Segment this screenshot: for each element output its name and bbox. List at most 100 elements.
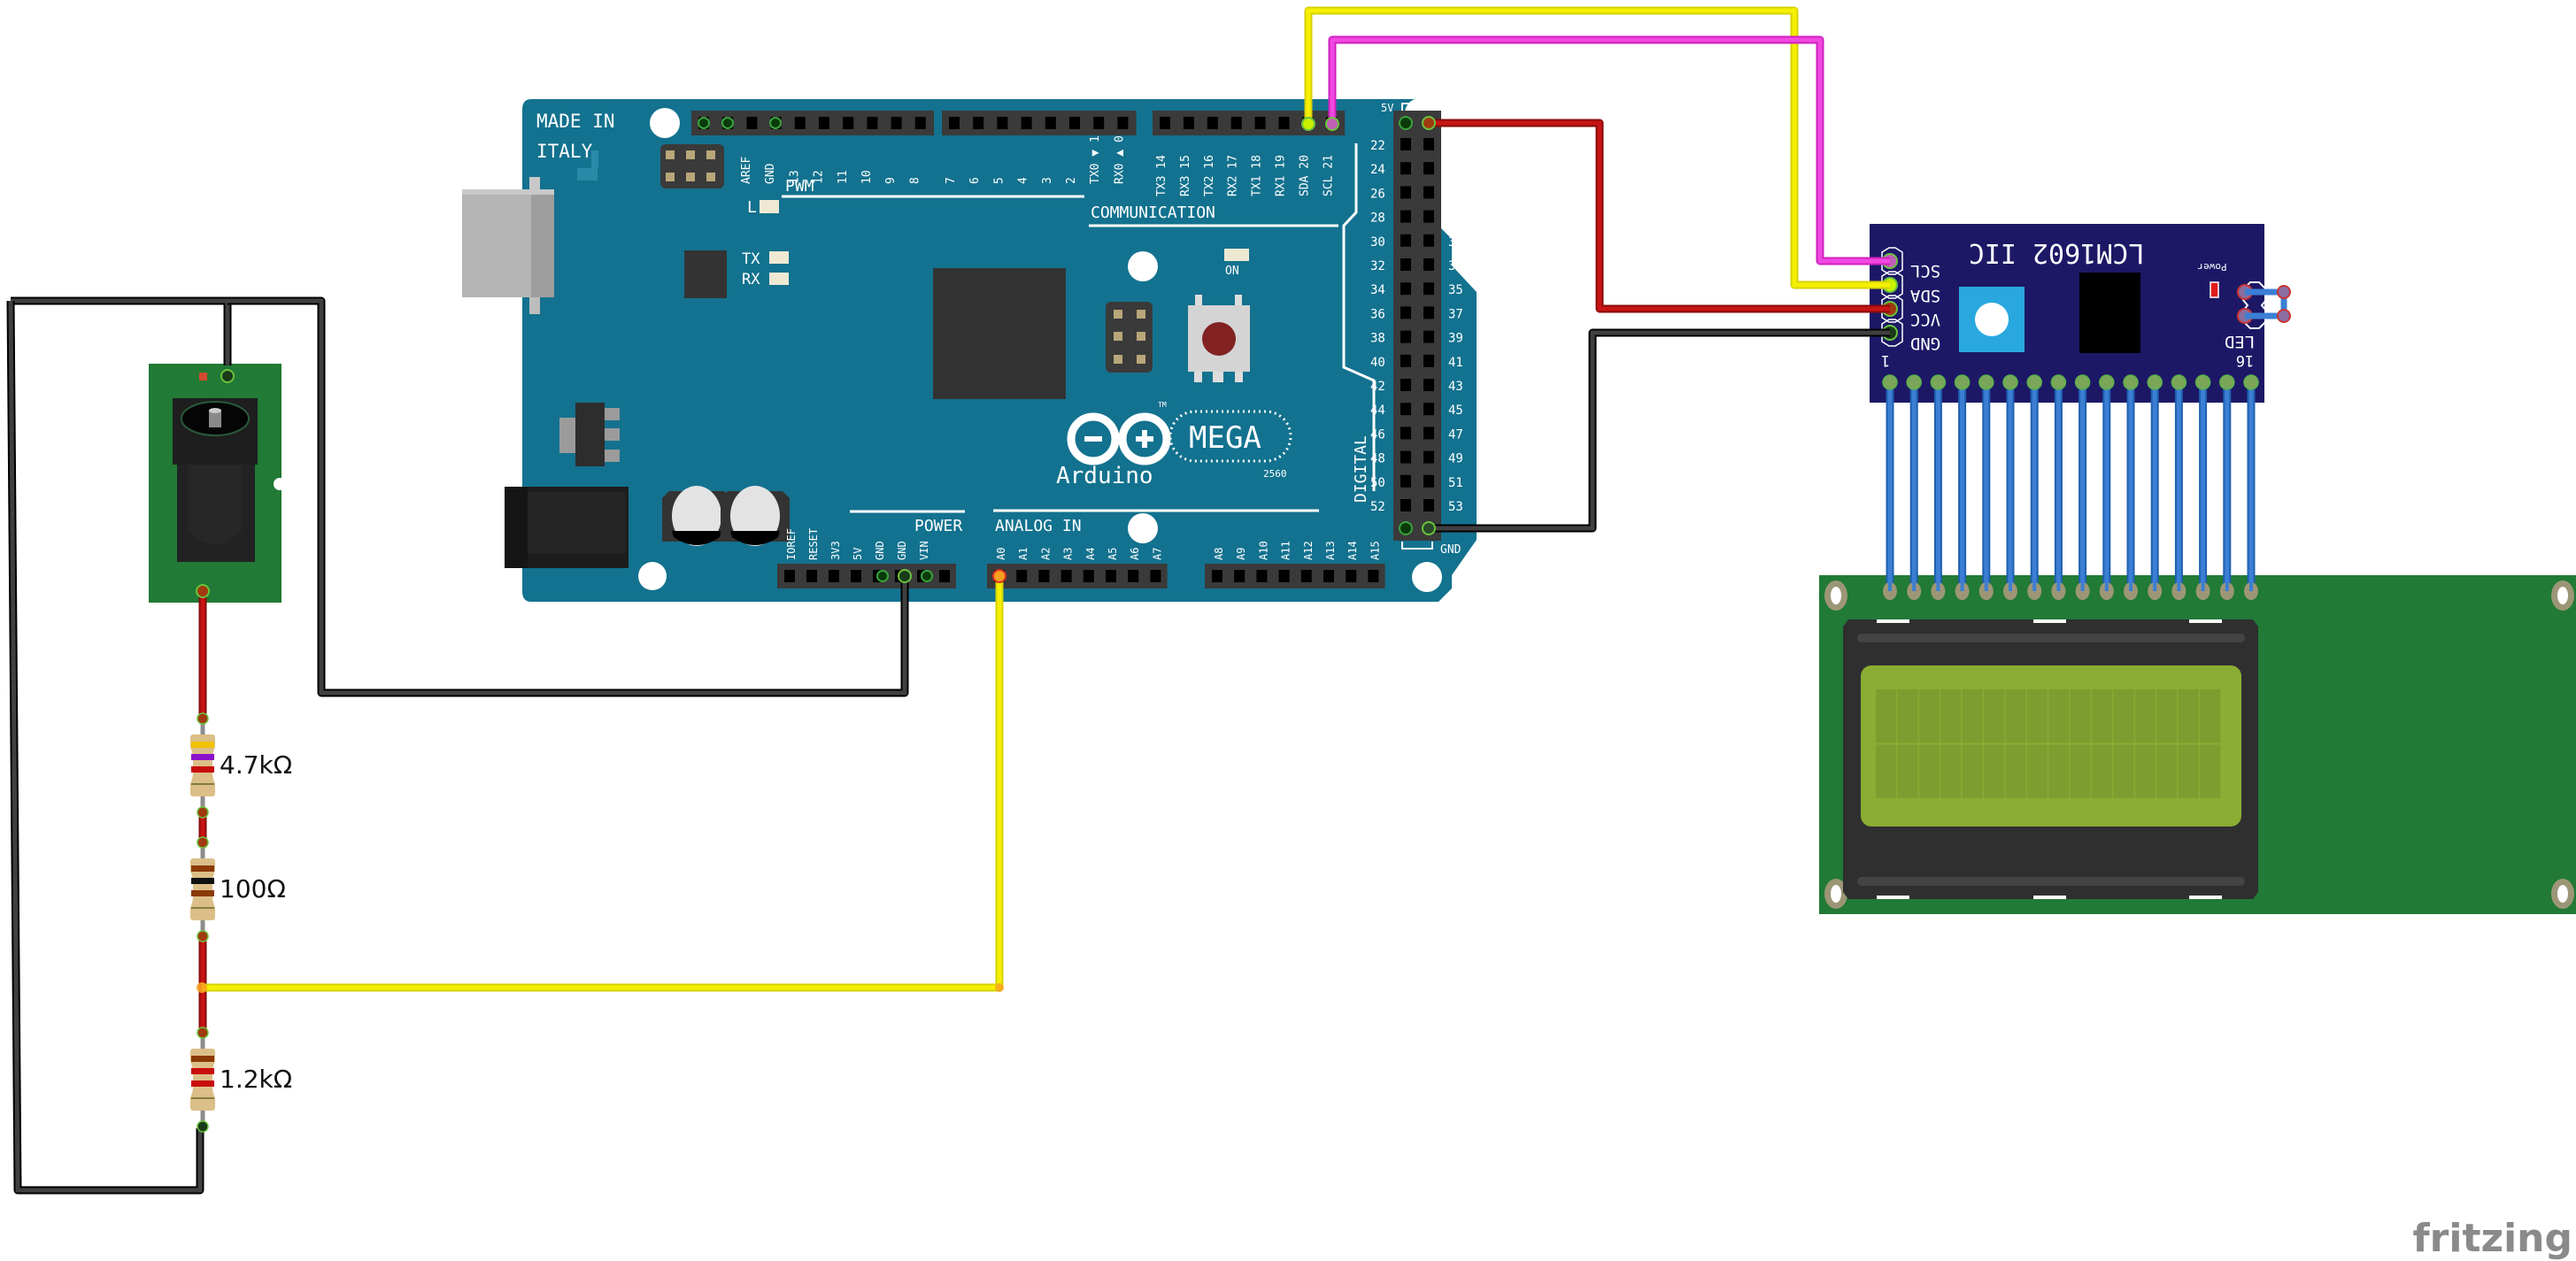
header-pin[interactable] bbox=[1400, 379, 1411, 391]
header-pin[interactable] bbox=[1021, 117, 1032, 129]
header-pin[interactable] bbox=[1400, 210, 1411, 223]
resistor[interactable]: 1.2kΩ bbox=[190, 1026, 292, 1133]
header-pin[interactable] bbox=[939, 570, 950, 582]
lcm-header-pin[interactable] bbox=[2074, 374, 2091, 390]
header-pin[interactable] bbox=[829, 570, 839, 582]
lcm-header-pin[interactable] bbox=[1978, 374, 1994, 390]
header-pin[interactable] bbox=[1400, 403, 1411, 416]
header-pin[interactable] bbox=[1400, 282, 1411, 296]
lcm-header-pin[interactable] bbox=[1930, 374, 1947, 390]
header-pin[interactable] bbox=[794, 117, 806, 129]
header-pin[interactable] bbox=[843, 117, 854, 129]
header-pin[interactable] bbox=[1423, 379, 1434, 391]
header-digital-double[interactable] bbox=[1393, 111, 1441, 541]
header-pin[interactable] bbox=[1038, 570, 1050, 582]
header-pin[interactable] bbox=[867, 117, 878, 129]
lcm-header-pin[interactable] bbox=[2099, 374, 2115, 390]
header-pin[interactable] bbox=[784, 570, 795, 582]
header-pin[interactable] bbox=[997, 117, 1008, 129]
dc-jack-module[interactable] bbox=[149, 364, 286, 603]
header-pin[interactable] bbox=[1323, 570, 1334, 582]
header-pin[interactable] bbox=[1423, 138, 1434, 150]
header-pin[interactable] bbox=[1423, 474, 1434, 488]
header-pin[interactable] bbox=[1254, 117, 1266, 129]
contrast-pot-knob[interactable] bbox=[1975, 303, 2009, 336]
header-pin[interactable] bbox=[1368, 570, 1379, 582]
header-pin[interactable] bbox=[806, 570, 817, 582]
header-pin[interactable] bbox=[1423, 210, 1434, 223]
lcm1602-iic-module[interactable]: LCM1602 IIC Power SCL SDA VCC GND LED 1 … bbox=[1870, 224, 2291, 403]
resistor[interactable]: 100Ω bbox=[190, 836, 286, 942]
header-pin[interactable] bbox=[1093, 117, 1105, 129]
header-pin[interactable] bbox=[949, 117, 960, 129]
header-pin[interactable] bbox=[1256, 570, 1268, 582]
reset-button[interactable] bbox=[1188, 295, 1250, 382]
header-pin[interactable] bbox=[891, 117, 902, 129]
header-pin[interactable] bbox=[914, 117, 926, 129]
header-pin[interactable] bbox=[1400, 162, 1411, 175]
lcm-header-pin[interactable] bbox=[2050, 374, 2067, 390]
header-pin[interactable] bbox=[746, 117, 758, 129]
header-pin[interactable] bbox=[1300, 570, 1312, 582]
header-pin[interactable] bbox=[1423, 499, 1434, 511]
header-pin[interactable] bbox=[1212, 570, 1222, 582]
header-pin[interactable] bbox=[1045, 117, 1056, 129]
arduino-mega-board[interactable]: L TX RX ON bbox=[462, 98, 1477, 602]
reset-button-cap[interactable] bbox=[1202, 322, 1236, 356]
header-pin[interactable] bbox=[1400, 306, 1411, 319]
lcm-header-pin[interactable] bbox=[2123, 374, 2139, 390]
header-pin[interactable] bbox=[1423, 427, 1434, 440]
lcm-header-pin[interactable] bbox=[2194, 374, 2211, 390]
header-pin[interactable] bbox=[1016, 570, 1028, 582]
header-pin[interactable] bbox=[1278, 117, 1290, 129]
header-pin[interactable] bbox=[1423, 450, 1434, 464]
header-pin[interactable] bbox=[1423, 354, 1434, 367]
header-pin[interactable] bbox=[1234, 570, 1246, 582]
header-pin[interactable] bbox=[1423, 162, 1434, 175]
lcm-header-pin[interactable] bbox=[1906, 374, 1922, 390]
header-pin[interactable] bbox=[1230, 117, 1242, 129]
header-pin[interactable] bbox=[1278, 570, 1290, 582]
lcm-header-pin[interactable] bbox=[2171, 374, 2187, 390]
header-pin[interactable] bbox=[1400, 354, 1411, 367]
header-pin[interactable] bbox=[1400, 474, 1411, 488]
header-top-digital[interactable] bbox=[942, 111, 1137, 135]
header-pin[interactable] bbox=[1400, 499, 1411, 511]
header-pin[interactable] bbox=[851, 570, 861, 582]
header-pin[interactable] bbox=[1423, 403, 1434, 416]
header-pin[interactable] bbox=[1400, 427, 1411, 440]
header-pin[interactable] bbox=[1400, 186, 1411, 199]
header-top-communication[interactable] bbox=[1153, 111, 1346, 135]
header-analog-low[interactable] bbox=[987, 564, 1168, 588]
header-pin[interactable] bbox=[1400, 258, 1411, 271]
header-pin[interactable] bbox=[1207, 117, 1218, 129]
lcd-16x2-display[interactable] bbox=[1819, 374, 2576, 914]
header-pin[interactable] bbox=[1106, 570, 1116, 582]
header-pin[interactable] bbox=[1069, 117, 1080, 129]
header-pin[interactable] bbox=[1400, 234, 1411, 247]
header-pin[interactable] bbox=[1128, 570, 1139, 582]
header-pin[interactable] bbox=[1423, 186, 1434, 199]
header-pin[interactable] bbox=[1150, 570, 1161, 582]
header-pin[interactable] bbox=[1183, 117, 1194, 129]
header-pin[interactable] bbox=[1423, 234, 1434, 247]
lcm-header-pin[interactable] bbox=[2147, 374, 2163, 390]
header-pin[interactable] bbox=[973, 117, 984, 129]
header-analog-high[interactable] bbox=[1205, 564, 1385, 588]
wire-black-gnd-lcm[interactable] bbox=[1429, 328, 1890, 533]
header-pin[interactable] bbox=[1423, 282, 1434, 296]
lcm-header-pin[interactable] bbox=[1954, 374, 1971, 390]
wire-black-gnd-top[interactable] bbox=[11, 296, 232, 365]
header-pin[interactable] bbox=[1400, 138, 1411, 150]
header-pin[interactable] bbox=[1346, 570, 1357, 582]
resistor[interactable]: 4.7kΩ bbox=[190, 712, 292, 819]
header-pin[interactable] bbox=[1160, 117, 1170, 129]
lcm-header-pin[interactable] bbox=[2243, 374, 2259, 390]
header-pin[interactable] bbox=[1117, 117, 1129, 129]
header-pin[interactable] bbox=[1083, 570, 1094, 582]
header-pin[interactable] bbox=[1400, 450, 1411, 464]
header-pin[interactable] bbox=[1060, 570, 1072, 582]
header-pin[interactable] bbox=[1423, 306, 1434, 319]
lcm-header-pin[interactable] bbox=[2002, 374, 2018, 390]
lcm-header-pin[interactable] bbox=[2026, 374, 2042, 390]
